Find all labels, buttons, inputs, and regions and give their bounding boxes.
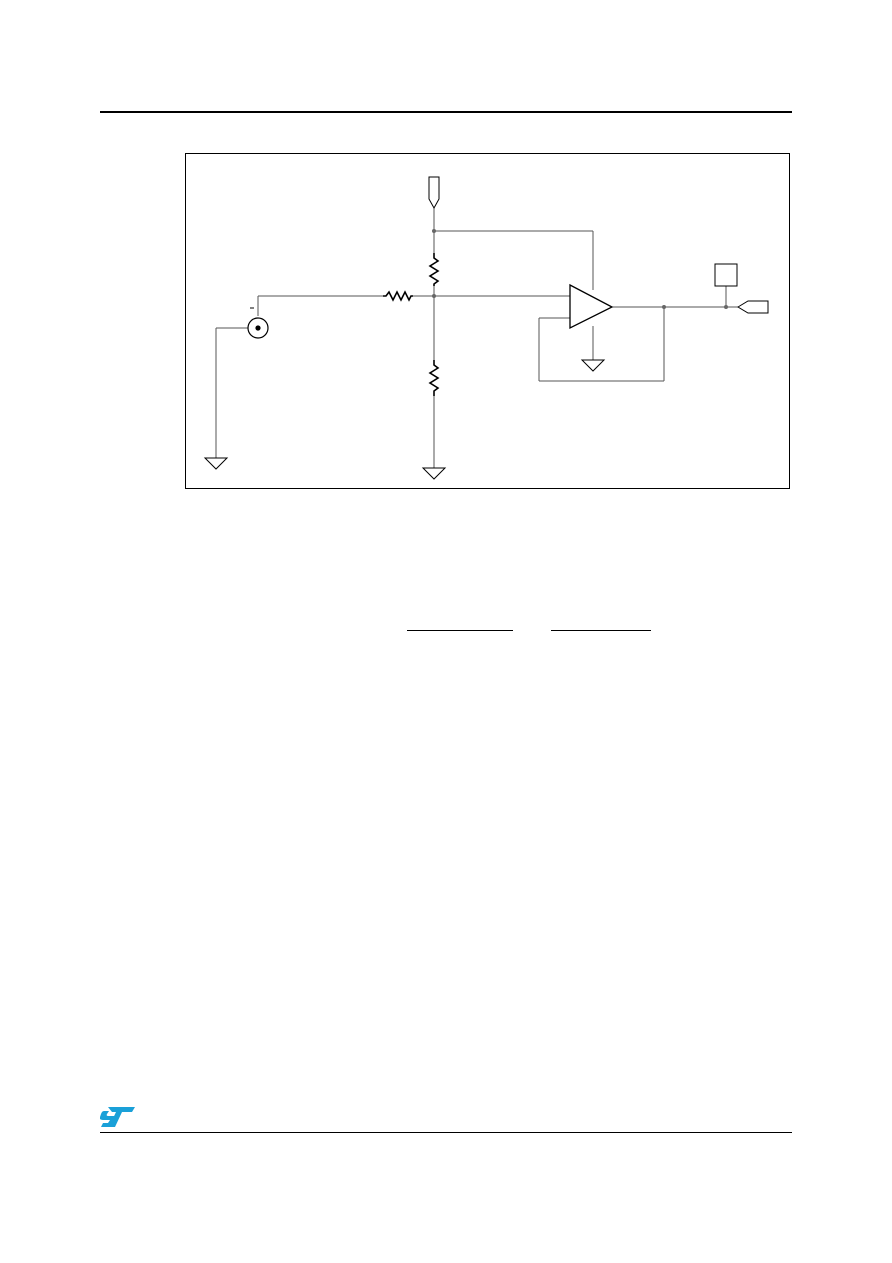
ground-icon [580, 359, 606, 372]
node-dot [662, 305, 666, 309]
node-dot [724, 305, 728, 309]
resistor-series-icon [383, 290, 413, 302]
footer-rule [100, 1132, 792, 1133]
node-dot [432, 294, 436, 298]
output-terminal-icon [737, 300, 769, 314]
resistor-top-icon [428, 253, 440, 286]
st-logo [100, 1107, 135, 1127]
resistor-bottom-icon [428, 360, 440, 396]
testpoint-box-icon [714, 263, 738, 287]
node-dot [432, 229, 436, 233]
opamp-icon [569, 283, 614, 330]
supply-terminal-icon [428, 176, 440, 210]
figure-frame [185, 153, 790, 489]
fraction-bar [551, 630, 651, 631]
header-rule [100, 111, 792, 113]
ground-icon [421, 467, 447, 480]
coax-center-pin-icon [255, 325, 261, 331]
ground-icon [203, 457, 229, 470]
fraction-bar [407, 630, 513, 631]
circuit-schematic [203, 176, 769, 480]
